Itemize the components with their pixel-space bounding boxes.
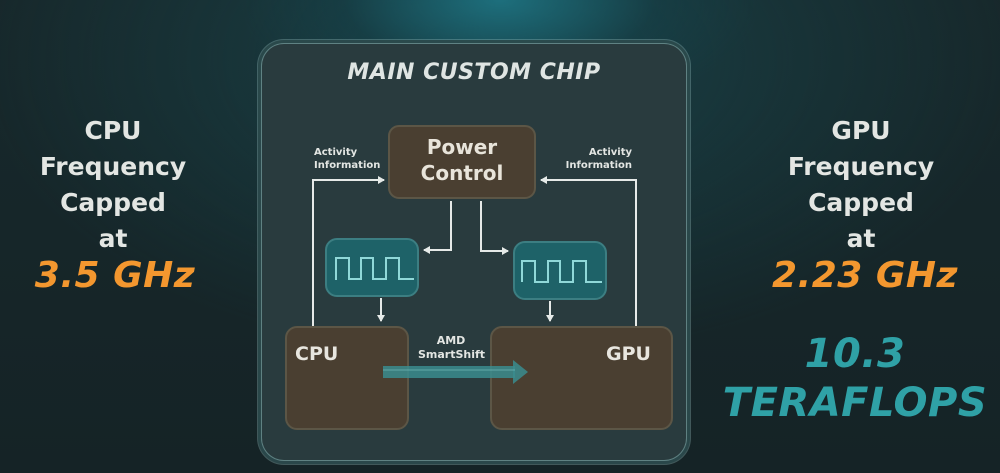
cpu-core-label: CPU <box>295 343 339 365</box>
power-control-line: Control <box>420 161 504 185</box>
activity-line: Activity <box>588 147 632 158</box>
cpu-frequency-value: 3.5 GHz <box>34 255 196 296</box>
activity-line-left <box>312 176 385 326</box>
cpu-frequency-caption: CPU Frequency Capped at <box>0 113 233 257</box>
activity-info-left: Activity Information <box>314 146 380 172</box>
power-control-label: Power Control <box>385 134 539 186</box>
caption-line: GPU <box>831 116 891 145</box>
power-to-gpu-clock-line <box>480 201 509 255</box>
caption-line: Capped <box>60 188 166 217</box>
smartshift-arrow <box>383 360 528 384</box>
teraflops-unit: TERAFLOPS <box>722 380 988 426</box>
caption-line: Capped <box>808 188 914 217</box>
activity-info-right: Activity Information <box>564 146 632 172</box>
power-to-cpu-clock-line <box>423 201 452 254</box>
activity-line: Activity <box>314 147 358 158</box>
teraflops-value: 10.3 <box>804 331 906 377</box>
smartshift-line: AMD <box>436 334 466 347</box>
caption-line: CPU <box>84 116 142 145</box>
activity-line-right <box>540 176 637 326</box>
square-wave-icon <box>335 257 414 280</box>
power-control-line: Power <box>426 135 498 159</box>
caption-line: at <box>846 224 876 253</box>
gpu-core-label: GPU <box>606 343 651 365</box>
smartshift-line: SmartShift <box>418 348 486 361</box>
caption-line: at <box>98 224 128 253</box>
activity-line: Information <box>314 160 381 171</box>
smartshift-label: AMD SmartShift <box>418 334 486 362</box>
gpu-frequency-caption: GPU Frequency Capped at <box>741 113 981 257</box>
gpu-frequency-value: 2.23 GHz <box>772 255 958 296</box>
caption-line: Frequency <box>787 152 935 181</box>
chip-title: MAIN CUSTOM CHIP <box>347 60 601 85</box>
square-wave-icon <box>521 260 602 283</box>
caption-line: Frequency <box>39 152 187 181</box>
power-control-box <box>388 125 536 199</box>
cpu-clock-box <box>325 238 419 297</box>
activity-line: Information <box>565 160 632 171</box>
